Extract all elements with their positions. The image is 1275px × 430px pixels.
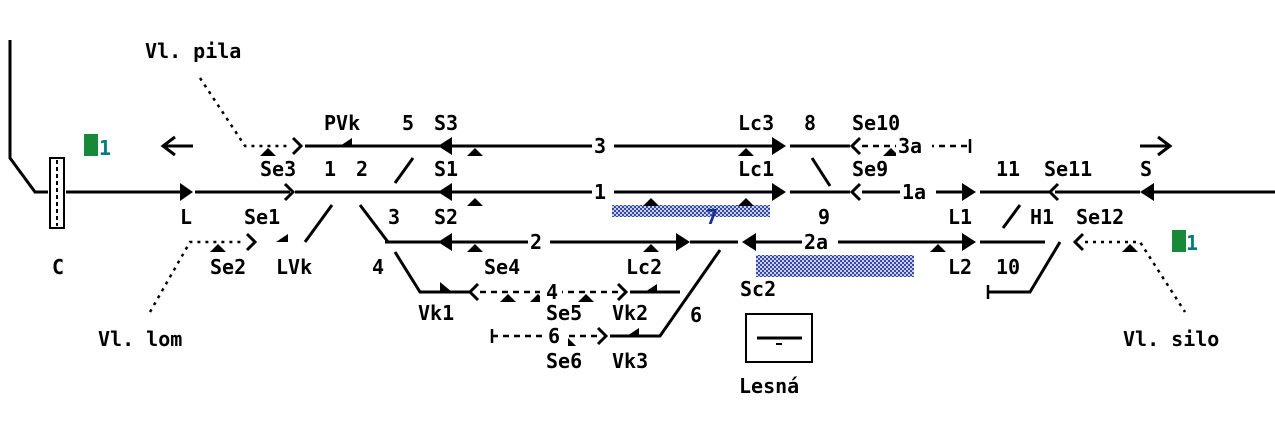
- buffer-stop-icon: [49, 157, 65, 229]
- signal-label-Se11: Se11: [1044, 157, 1092, 181]
- arrow-right-icon: [1140, 135, 1173, 157]
- signal-label-Se4: Se4: [484, 255, 520, 279]
- signal-heads: [180, 136, 1154, 346]
- track-label-1a: 1a: [902, 180, 926, 204]
- track-label-1: 1: [594, 180, 606, 204]
- signal-label-Se10: Se10: [852, 111, 900, 135]
- occupied-section-track-2a: [756, 255, 914, 277]
- track-6[interactable]: [490, 249, 722, 343]
- signal-label-Se1: Se1: [244, 205, 280, 229]
- signal-label-Vk1: Vk1: [418, 301, 454, 325]
- direction-arrows: [160, 135, 1173, 157]
- switch-label-11: 11: [996, 157, 1020, 181]
- signal-label-S3: S3: [434, 111, 458, 135]
- switch-label-5: 5: [402, 111, 414, 135]
- switch-label-10: 10: [996, 255, 1020, 279]
- right-indicator-light: [1172, 230, 1186, 252]
- signal-label-Vk2: Vk2: [612, 301, 648, 325]
- track-label-4: 4: [546, 280, 558, 304]
- signal-label-S1: S1: [434, 157, 458, 181]
- signal-label-Se6: Se6: [546, 349, 582, 373]
- signal-label-PVk: PVk: [324, 111, 360, 135]
- signal-label-Lc2: Lc2: [626, 255, 662, 279]
- signal-label-C: C: [52, 255, 64, 279]
- track-label-6: 6: [548, 324, 560, 348]
- siding-pila[interactable]: [198, 77, 290, 148]
- station-name: Lesná: [739, 374, 799, 398]
- occupied-section-track-1: [612, 205, 770, 217]
- siding-label-silo: Vl. silo: [1123, 327, 1219, 351]
- switch-label-2: 2: [356, 157, 368, 181]
- signal-label-S2: S2: [434, 205, 458, 229]
- switch-label-4: 4: [372, 255, 384, 279]
- signal-label-Vk3: Vk3: [612, 349, 648, 373]
- track-label-2: 2: [530, 230, 542, 254]
- signal-label-L: L: [180, 205, 192, 229]
- signal-label-L1: L1: [948, 205, 972, 229]
- signal-label-Se2: Se2: [210, 255, 246, 279]
- signal-label-LVk: LVk: [276, 255, 312, 279]
- siding-silo[interactable]: [1085, 240, 1187, 313]
- track-label-2a: 2a: [804, 230, 828, 254]
- signal-label-Se5: Se5: [546, 301, 582, 325]
- signal-label-Se9: Se9: [852, 157, 888, 181]
- left-indicator-number: 1: [99, 136, 111, 160]
- left-approach-track: [8, 40, 190, 229]
- siding-lom[interactable]: [148, 240, 245, 313]
- track-label-3a: 3a: [898, 134, 922, 158]
- siding-label-pila: Vl. pila: [145, 39, 241, 63]
- switch-label-3: 3: [388, 205, 400, 229]
- signal-label-Se12: Se12: [1076, 205, 1124, 229]
- signal-label-Lc1: Lc1: [738, 157, 774, 181]
- siding-label-lom: Vl. lom: [98, 327, 182, 351]
- left-indicator-light: [84, 134, 98, 156]
- switch-label-1: 1: [324, 157, 336, 181]
- track-3a[interactable]: [862, 139, 972, 153]
- signal-label-L2: L2: [948, 255, 972, 279]
- signal-label-H1: H1: [1030, 205, 1054, 229]
- switch-connectors: [303, 157, 1062, 299]
- arrow-left-icon: [160, 135, 193, 157]
- track-label-3: 3: [594, 134, 606, 158]
- signal-label-Sc2: Sc2: [740, 277, 776, 301]
- right-indicator-number: 1: [1186, 231, 1198, 255]
- station-building-icon[interactable]: [745, 313, 813, 363]
- track-label-7: 7: [706, 205, 718, 229]
- switch-label-6: 6: [690, 303, 702, 327]
- switch-label-9: 9: [818, 205, 830, 229]
- switch-label-8: 8: [804, 111, 816, 135]
- signal-label-S: S: [1140, 157, 1152, 181]
- signal-label-Lc3: Lc3: [738, 111, 774, 135]
- signal-label-Se3: Se3: [260, 157, 296, 181]
